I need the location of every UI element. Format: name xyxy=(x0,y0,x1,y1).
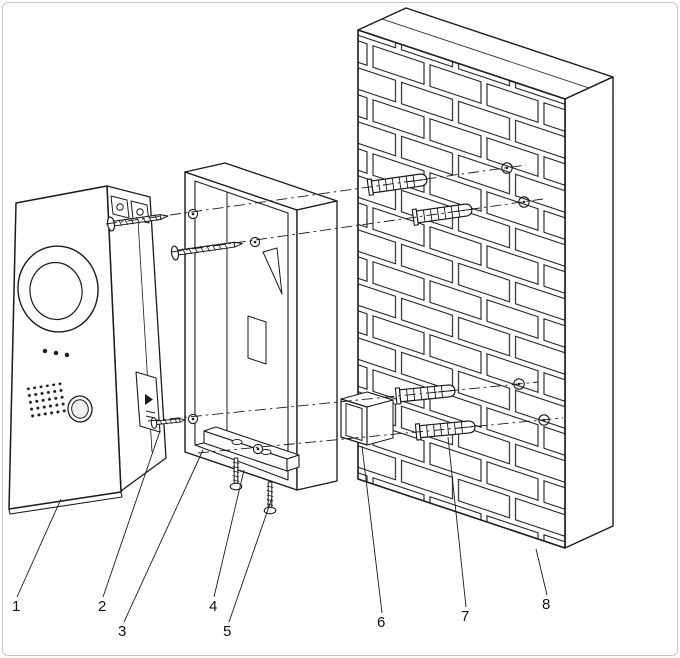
call-button-inner xyxy=(71,399,89,419)
door-station xyxy=(8,185,167,515)
callout-line xyxy=(213,469,245,598)
callout-6: 6 xyxy=(361,445,385,631)
box-opening-rim xyxy=(194,180,289,481)
callout-5: 5 xyxy=(223,497,273,640)
wall-front-face xyxy=(357,29,566,549)
camera-lens-inner xyxy=(29,261,83,321)
mounting-screw xyxy=(170,241,243,261)
callout-line xyxy=(102,430,161,598)
mounting-axes xyxy=(105,164,564,454)
box-side-face xyxy=(296,200,338,491)
mounting-axis xyxy=(147,381,539,422)
callout-4: 4 xyxy=(209,469,245,615)
callout-line xyxy=(535,548,548,596)
callout-line xyxy=(361,445,383,614)
mounting-axis xyxy=(197,417,564,454)
callout-3: 3 xyxy=(118,449,204,640)
drill-hole-mark xyxy=(518,196,530,208)
callout-label: 1 xyxy=(12,598,20,615)
callout-1: 1 xyxy=(12,498,62,615)
bracket-screw xyxy=(263,481,277,515)
mounting-axis xyxy=(105,164,527,225)
callout-line xyxy=(123,449,204,623)
speaker-grid xyxy=(26,382,68,421)
brick-wall xyxy=(357,7,614,549)
callout-2: 2 xyxy=(98,430,161,615)
mounting-screw xyxy=(106,214,169,232)
sensor-dot xyxy=(64,352,70,358)
callout-8: 8 xyxy=(535,548,550,613)
mounting-box xyxy=(184,162,338,491)
sensor-dot xyxy=(42,348,48,354)
conduit-opening xyxy=(345,403,363,441)
box-notch xyxy=(262,247,283,295)
callout-label: 6 xyxy=(377,614,385,631)
callout-label: 2 xyxy=(98,598,106,615)
sensor-dot xyxy=(53,350,59,356)
bracket-screw xyxy=(229,457,243,491)
callout-label: 4 xyxy=(209,598,217,615)
callouts: 1 2 3 4 5 6 7 8 xyxy=(12,430,550,640)
callout-label: 7 xyxy=(461,608,469,625)
callout-7: 7 xyxy=(447,436,469,625)
callout-label: 3 xyxy=(118,623,126,640)
wall-top-face-line xyxy=(381,18,590,89)
mounting-axis xyxy=(170,198,544,253)
drill-hole-mark xyxy=(538,414,550,426)
drill-hole-mark xyxy=(501,162,513,174)
bracket-hole xyxy=(231,439,243,445)
callout-line xyxy=(228,497,273,623)
front-panel xyxy=(8,185,123,515)
cable-conduit xyxy=(340,391,394,446)
drill-hole-mark xyxy=(513,378,525,390)
arrow-icon xyxy=(145,394,153,405)
drill-hole-marks xyxy=(501,162,550,426)
callout-label: 5 xyxy=(223,623,231,640)
callout-label: 8 xyxy=(542,596,550,613)
box-cable-slot xyxy=(247,315,267,365)
callout-line xyxy=(447,436,467,608)
wall-side-face xyxy=(564,76,614,549)
callout-line xyxy=(16,498,62,598)
